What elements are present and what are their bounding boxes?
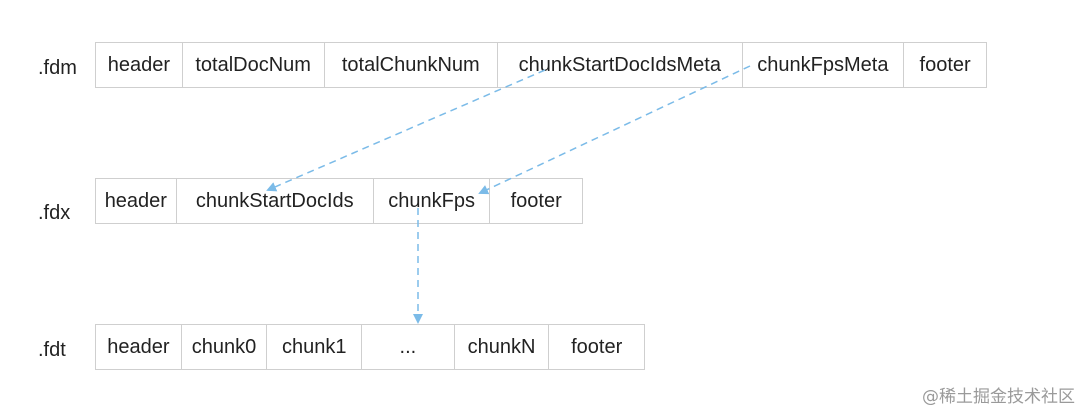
fdm-cell-total-chunk-num: totalChunkNum [325,43,499,87]
fdm-cell-chunk-fps-meta: chunkFpsMeta [743,43,905,87]
fdt-cell-chunk0: chunk0 [182,325,268,369]
fdm-cell-chunk-start-doc-ids-meta: chunkStartDocIdsMeta [498,43,743,87]
fdx-cell-chunk-fps: chunkFps [374,179,491,223]
fdt-cell-header: header [96,325,182,369]
fdx-row: header chunkStartDocIds chunkFps footer [95,178,583,224]
fdt-row: header chunk0 chunk1 ... chunkN footer [95,324,645,370]
fdm-cell-header: header [96,43,183,87]
fdx-cell-header: header [96,179,177,223]
watermark: @稀土掘金技术社区 [922,387,1075,407]
fdx-label: .fdx [38,202,71,224]
fdm-cell-footer: footer [919,53,971,76]
fdt-cell-ellipsis: ... [362,325,455,369]
fdm-label: .fdm [38,57,77,79]
fdt-cell-chunk-n: chunkN [455,325,550,369]
fdm-cell-total-doc-num: totalDocNum [183,43,325,87]
fdx-cell-chunk-start-doc-ids: chunkStartDocIds [177,179,374,223]
fdt-cell-chunk1: chunk1 [267,325,363,369]
fdm-row: header totalDocNum totalChunkNum chunkSt… [95,42,987,88]
fdx-cell-footer: footer [510,189,562,212]
fdt-label: .fdt [38,339,66,361]
arrow-start-doc-ids-meta-to-start-doc-ids [266,69,546,192]
fdt-cell-footer: footer [571,335,623,358]
